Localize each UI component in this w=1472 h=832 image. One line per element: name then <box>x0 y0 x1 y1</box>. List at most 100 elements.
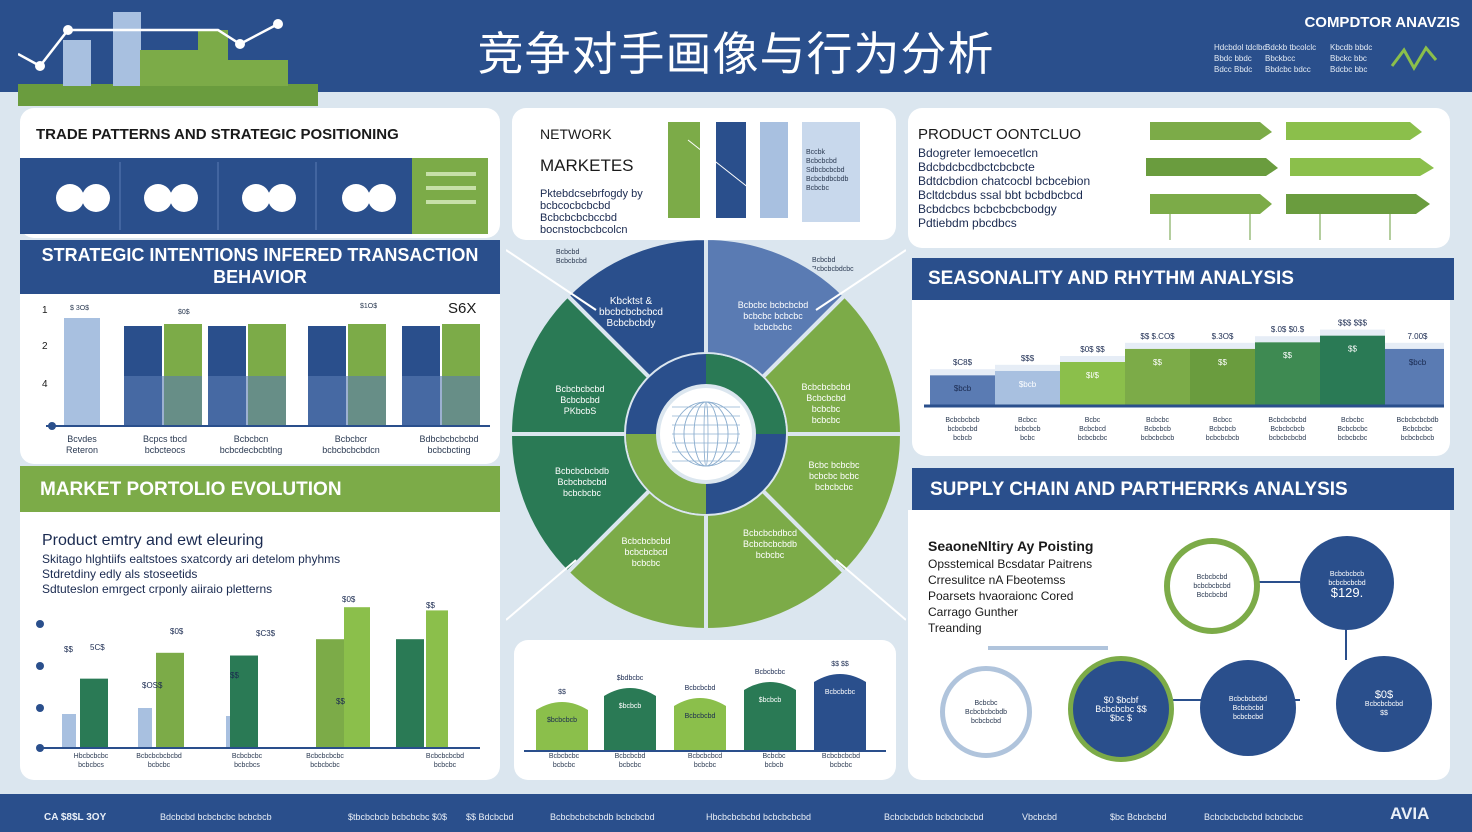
market-line: Skitago hlghtiifs ealtstoes sxatcordy ar… <box>42 552 341 566</box>
connector-line <box>835 559 906 621</box>
data-label: $bcb <box>1019 380 1037 389</box>
footer-item: Bcbcbcbdcb bcbcbcbcbd <box>884 812 984 822</box>
chart-bar <box>995 370 1060 406</box>
network-title-2: MARKETES <box>540 156 634 175</box>
data-label: $0$ <box>170 627 184 636</box>
market-chart: $$5C$$0$$OS$$$$C3$$$$0$$$ <box>36 596 480 752</box>
footer-item: Vbcbcbd <box>1022 812 1058 822</box>
network-title-1: NETWORK <box>540 126 612 142</box>
seasonality-band <box>912 258 1454 300</box>
data-label: $$ <box>230 671 239 680</box>
footer-item: CA $8$L 3OY <box>44 812 107 823</box>
chart-bar <box>316 639 344 748</box>
axis-dot <box>36 744 44 752</box>
data-label: $$ <box>1283 351 1292 360</box>
y-tick: 2 <box>42 341 48 352</box>
data-label: Bcbcbcbc <box>755 669 786 676</box>
market-lines: Skitago hlghtiifs ealtstoes sxatcordy ar… <box>42 552 340 597</box>
market-band <box>20 466 500 512</box>
strategic-band <box>20 240 500 294</box>
logo-chart-icon <box>18 12 318 106</box>
supply-node: $0$Bcbcbcbcbd$$ <box>1336 656 1432 752</box>
product-ribbons <box>1146 122 1434 240</box>
supply-band <box>912 468 1454 510</box>
globe-meridian <box>673 401 739 467</box>
connector-line <box>506 249 597 311</box>
chart-bar <box>230 655 258 748</box>
chart-bar-cap <box>995 364 1060 371</box>
chart-bar-cap <box>1125 342 1190 349</box>
data-label: $bcbcb <box>759 697 782 704</box>
supply-title: SUPPLY CHAIN AND PARTHERRKs ANALYSIS <box>930 479 1348 500</box>
data-label: Bcbcbcbc <box>825 689 856 696</box>
trade-title: TRADE PATTERNS AND STRATEGIC POSITIONING <box>36 126 399 143</box>
chart-bar-cap <box>1255 336 1320 343</box>
trade-diagram <box>20 158 488 234</box>
product-title: PRODUCT OONTCLUO <box>918 126 1082 143</box>
bottom-chart: $$$bcbcbcb$bdbcbc$bcbcbBcbcbcbdBcbcbcbdB… <box>524 661 886 752</box>
header-text: Bbdc bbdc <box>1214 54 1252 63</box>
y-tick: 1 <box>42 305 48 316</box>
chart-bar <box>1190 348 1255 406</box>
data-label: $bcb <box>1409 358 1427 367</box>
footer-brand: AVIA <box>1390 804 1430 823</box>
footer-item: Bdcbcbd bcbcbcbc bcbcbcb <box>160 812 272 822</box>
chart-bar <box>396 639 424 748</box>
footer-item: Bcbcbcbcbcbd bcbcbcbc <box>1204 812 1304 822</box>
data-label: $$ <box>64 645 73 654</box>
bar-label: $1O$ <box>360 303 378 310</box>
network-bars <box>668 122 860 222</box>
chart-bar-cap <box>1385 342 1444 349</box>
data-label: $l/$ <box>1086 371 1099 380</box>
footer-bar <box>0 794 1472 832</box>
header-text: Bbckc bbc <box>1330 54 1367 63</box>
data-label: $bdbcbc <box>617 675 644 682</box>
header-text: Bdckb tbcolclc <box>1265 43 1317 52</box>
axis-dot <box>36 620 44 628</box>
chart-bar-cap <box>1060 356 1125 362</box>
chart-bar <box>426 610 448 748</box>
chart-bar <box>930 375 995 406</box>
chart-bar <box>674 698 726 752</box>
chart-bar <box>1255 342 1320 406</box>
chart-bar <box>604 688 656 752</box>
bar-label: S6X <box>448 300 477 317</box>
data-label: 7.00$ <box>1407 332 1428 341</box>
header-text: Bbckbcc <box>1265 54 1296 63</box>
market-headline: Product emtry and ewt eleuring <box>42 532 264 549</box>
header-text: Hdcbdol tdclbc <box>1214 43 1267 52</box>
data-label: $C3$ <box>256 629 276 638</box>
connector-line <box>815 249 906 311</box>
chart-bar <box>80 678 108 748</box>
data-label: $$ <box>336 697 345 706</box>
data-label: Bcbcbcbd <box>685 713 716 720</box>
bar-label: $ 3O$ <box>70 305 90 312</box>
footer-item: $tbcbcbcb bcbcbcbc $0$ <box>348 812 448 822</box>
data-label: $.3O$ <box>1212 332 1234 341</box>
header-text: Bdcc Bbdc <box>1214 65 1253 74</box>
strategy-wheel <box>506 240 906 630</box>
